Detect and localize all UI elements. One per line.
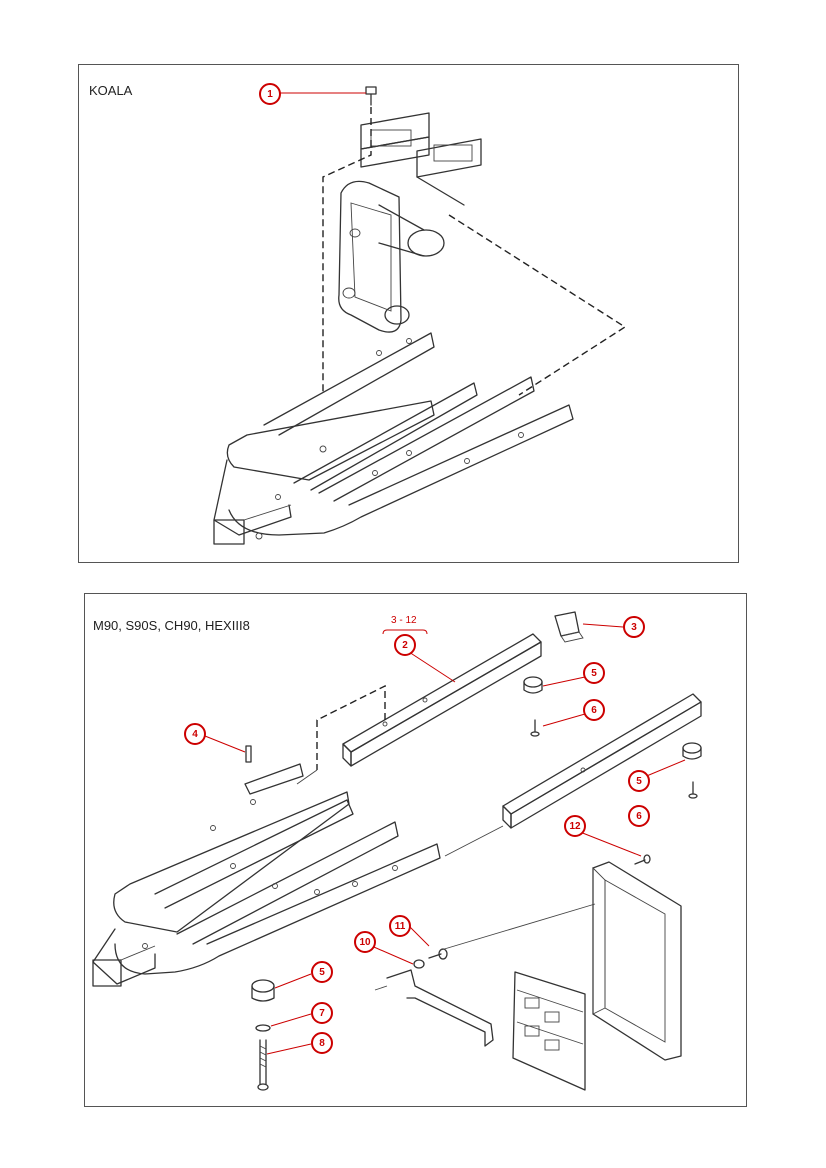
bumper-part-5-c [251,979,275,993]
m90-exploded-drawing [92,611,702,1091]
footplate [213,332,574,545]
bolt-part-8 [257,1039,269,1091]
washer-part-7 [255,1024,271,1032]
pin-part-4 [245,745,252,763]
m90-diagram-panel: M90, S90S, CH90, HEXIII8 3 - 12 [84,593,747,1107]
panel-title-koala: KOALA [89,83,133,98]
label-plate [512,971,586,1091]
end-cap-part-3 [554,611,584,643]
callout-5-c: 5 [311,961,333,983]
callout-11: 11 [389,915,411,937]
koala-diagram-panel: KOALA [78,64,739,563]
square-tube-part-2 [342,633,542,767]
callout-10: 10 [354,931,376,953]
screw-part-12 [634,854,651,865]
bumper-part-5-b [682,742,702,754]
callout-6-a: 6 [583,699,605,721]
callout-7: 7 [311,1002,333,1024]
frame-panel [592,861,682,1061]
square-tube-lower [502,693,702,829]
mounting-bracket [360,112,482,206]
panel-title-m90: M90, S90S, CH90, HEXIII8 [93,618,250,633]
washer-part-10 [413,959,425,969]
callout-5-b: 5 [628,770,650,792]
screw-part-11 [428,948,448,960]
mounting-bracket [374,948,494,1047]
screw-part-6-a [530,719,540,737]
screw-part-6-b [688,781,698,799]
callout-1: 1 [259,83,281,105]
callout-4: 4 [184,723,206,745]
callout-8: 8 [311,1032,333,1054]
callout-3: 3 [623,616,645,638]
callout-6-b: 6 [628,805,650,827]
footplate [92,763,441,987]
callout-5-a: 5 [583,662,605,684]
bolt-part-1 [365,86,377,106]
swing-arm [338,180,445,333]
callout-2: 2 [394,634,416,656]
bumper-part-5-a [523,676,543,688]
callout-12: 12 [564,815,586,837]
part-range-label: 3 - 12 [391,615,417,626]
koala-exploded-drawing [213,86,627,545]
